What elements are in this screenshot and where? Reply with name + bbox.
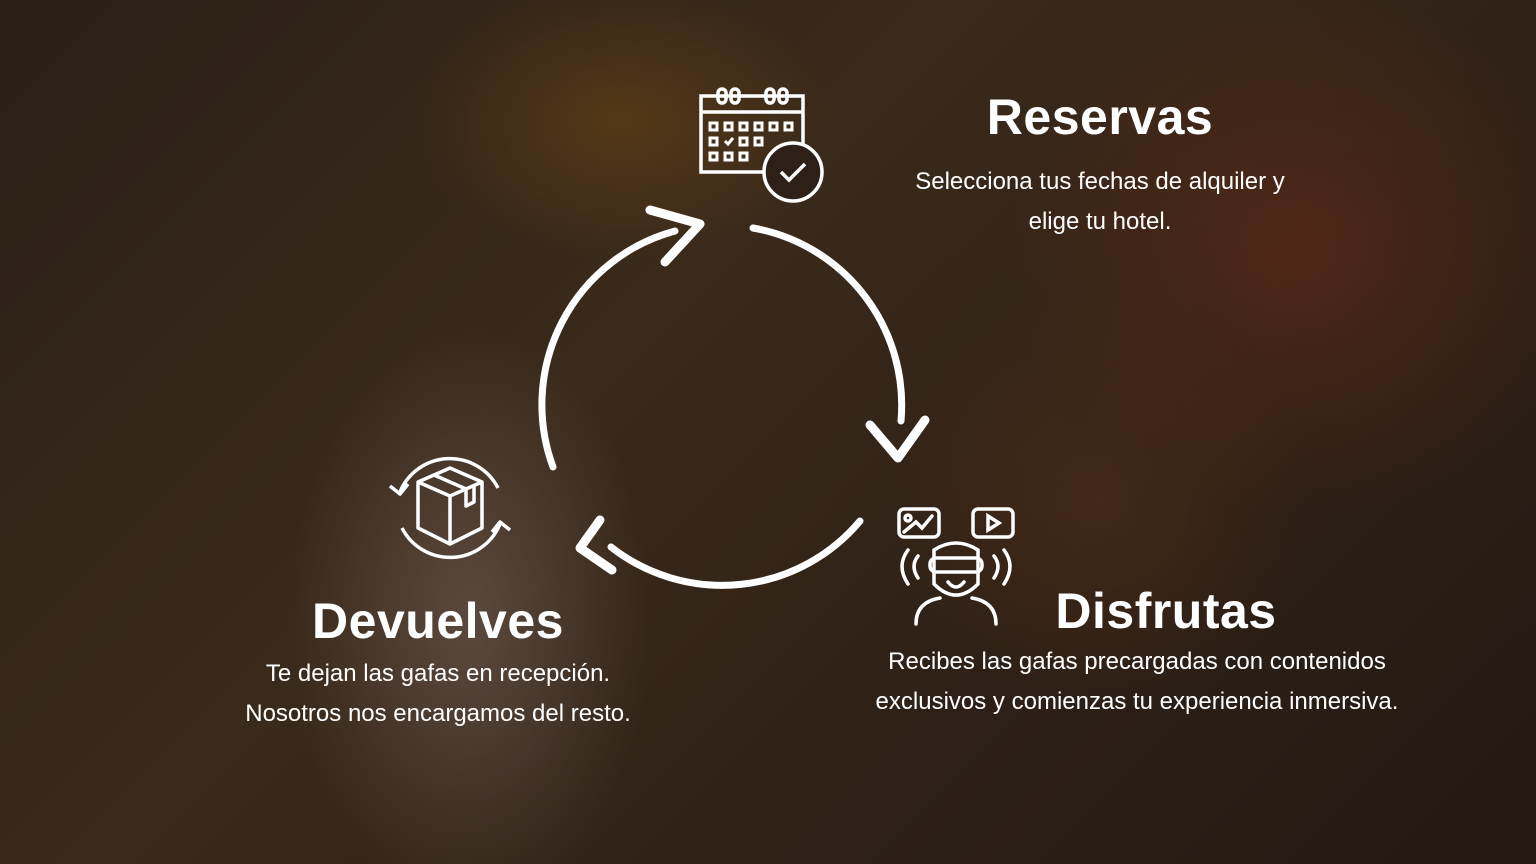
step-devuelves-description: Te dejan las gafas en recepción. Nosotro…: [245, 654, 631, 734]
step-reservas-title: Reservas: [986, 89, 1214, 145]
arrowhead-reservas: [645, 205, 705, 267]
description-line: elige tu hotel.: [1028, 208, 1172, 235]
step-devuelves-title: Devuelves: [312, 593, 564, 649]
arrow-disfrutas-to-devuelves: [607, 517, 864, 589]
description-line: Te dejan las gafas en recepción.: [265, 660, 611, 687]
step-disfrutas-title: Disfrutas: [1055, 583, 1277, 639]
step-reservas-description: Selecciona tus fechas de alquiler y elig…: [915, 162, 1285, 242]
arrow-reservas-to-disfrutas: [749, 224, 906, 425]
arrowhead-disfrutas: [865, 415, 930, 463]
calendar-check-icon: [699, 87, 824, 203]
package-return-icon: [388, 456, 512, 560]
step-disfrutas-description: Recibes las gafas precargadas con conten…: [876, 642, 1399, 722]
vr-user-media-icon: [897, 507, 1015, 626]
arrowhead-devuelves: [575, 515, 617, 575]
arrow-devuelves-to-reservas: [538, 227, 679, 471]
description-line: Nosotros nos encargamos del resto.: [245, 700, 631, 727]
description-line: exclusivos y comienzas tu experiencia in…: [875, 688, 1399, 715]
description-line: Selecciona tus fechas de alquiler y: [915, 168, 1285, 195]
description-line: Recibes las gafas precargadas con conten…: [888, 648, 1386, 675]
